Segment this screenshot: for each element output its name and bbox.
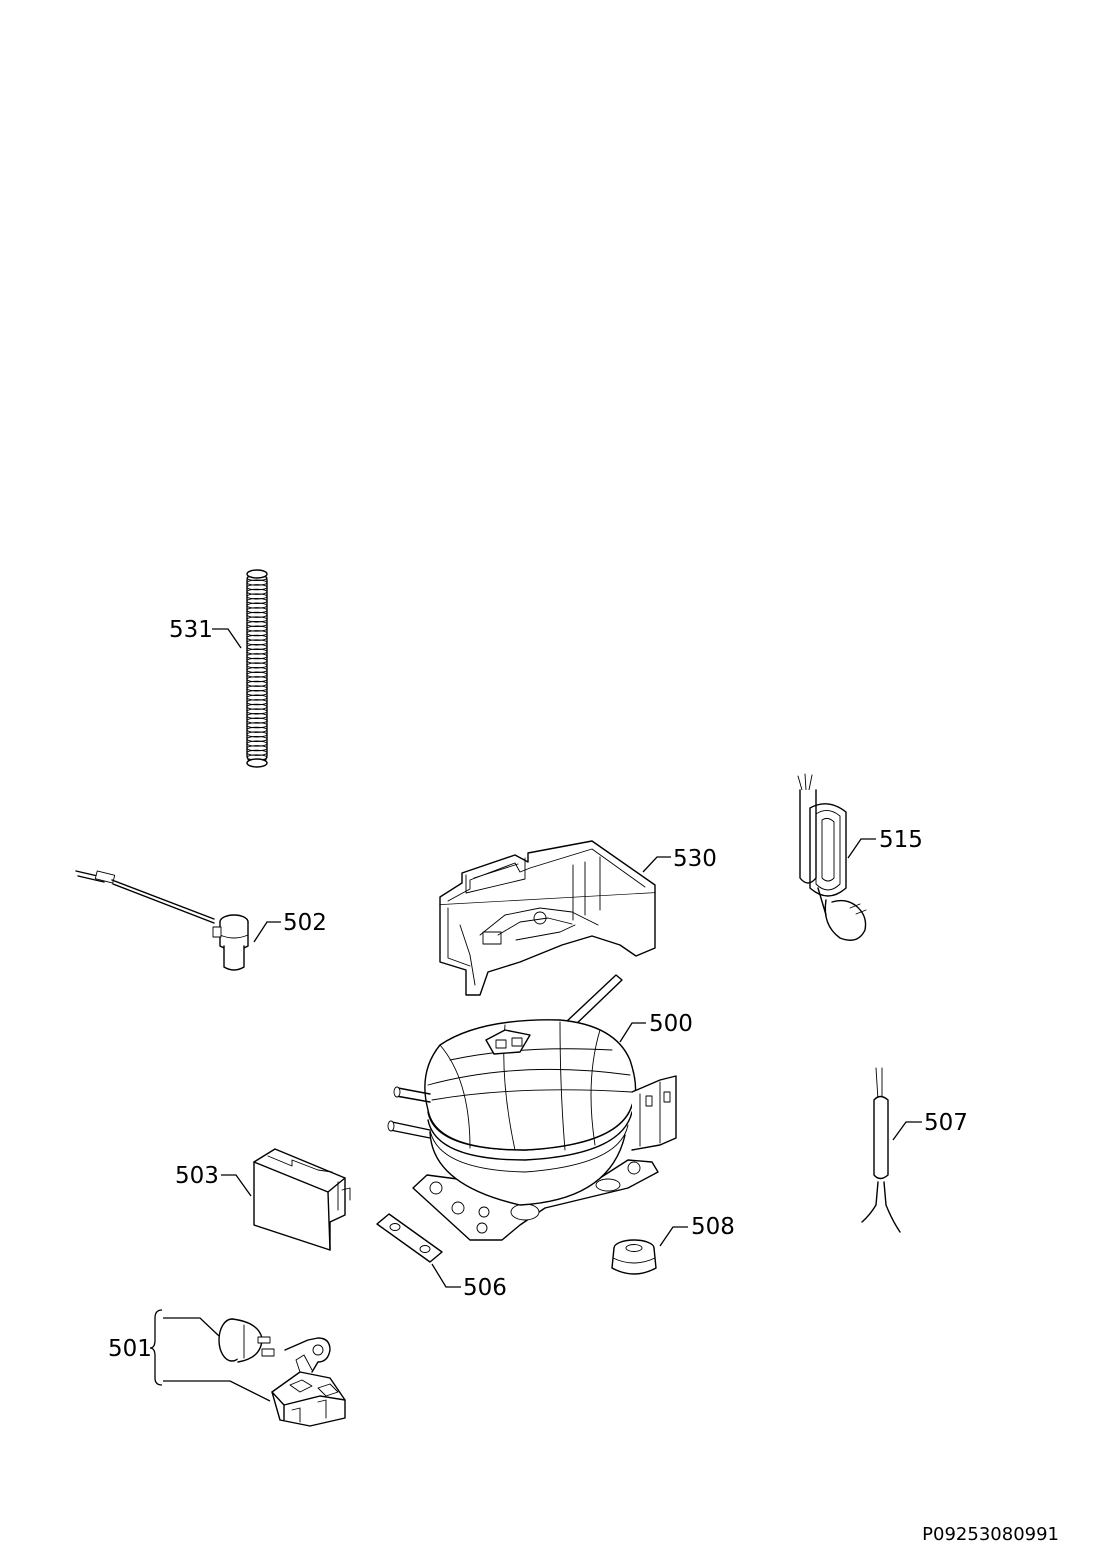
part-508-grommet[interactable] <box>611 1239 657 1275</box>
callout-500[interactable]: 500 <box>619 1011 693 1043</box>
hose-rib <box>246 639 268 646</box>
hose-rib <box>246 740 268 747</box>
callout-508[interactable]: 508 <box>659 1214 735 1247</box>
hose-rib <box>246 694 268 701</box>
callout-531[interactable]: 531 <box>169 617 242 649</box>
callout-501[interactable]: 501 <box>108 1309 271 1402</box>
hose-rib <box>246 689 268 697</box>
hose-rib <box>246 597 268 605</box>
label-507: 507 <box>924 1110 968 1136</box>
hose-rib <box>246 634 268 641</box>
hose-rib <box>246 579 268 586</box>
hose-rib <box>246 643 268 651</box>
hose-rib <box>246 625 268 632</box>
hose-rib <box>246 703 268 710</box>
label-502: 502 <box>283 910 327 936</box>
hose-rib <box>246 699 268 706</box>
label-530: 530 <box>673 846 717 872</box>
hose-ribs <box>246 574 268 761</box>
label-508: 508 <box>691 1214 735 1240</box>
part-506-mounting-strip[interactable] <box>376 1213 443 1263</box>
part-507-filter-tube[interactable] <box>861 1067 901 1233</box>
callout-507[interactable]: 507 <box>892 1110 968 1141</box>
callout-506[interactable]: 506 <box>431 1263 507 1301</box>
hose-rib <box>246 749 268 756</box>
hose-rib <box>246 676 268 683</box>
hose-rib <box>246 657 268 664</box>
hose-rib <box>246 662 268 669</box>
label-531: 531 <box>169 617 213 643</box>
hose-rib <box>246 680 268 687</box>
label-503: 503 <box>175 1163 219 1189</box>
hose-rib <box>246 685 268 692</box>
hose-rib <box>246 653 268 660</box>
label-515: 515 <box>879 827 923 853</box>
label-501: 501 <box>108 1336 152 1362</box>
document-code: P09253080991 <box>922 1524 1059 1545</box>
part-501-starter-set[interactable] <box>218 1318 346 1427</box>
hose-rib <box>246 712 268 720</box>
part-500-compressor[interactable] <box>387 974 677 1241</box>
hose-rib <box>246 717 268 724</box>
label-506: 506 <box>463 1275 507 1301</box>
part-515-heater[interactable] <box>797 773 867 941</box>
callout-502[interactable]: 502 <box>253 910 327 943</box>
hose-rib <box>246 648 268 655</box>
hose-rib <box>246 671 268 678</box>
hose-rib <box>246 731 268 738</box>
hose-rib <box>246 602 268 609</box>
hose-rib <box>246 584 268 591</box>
hose-rib <box>246 588 268 595</box>
label-500: 500 <box>649 1011 693 1037</box>
callout-503[interactable]: 503 <box>175 1163 252 1197</box>
hose-rib <box>246 666 268 674</box>
part-531-corrugated-hose[interactable] <box>246 569 268 768</box>
callout-515[interactable]: 515 <box>847 827 923 859</box>
hose-rib <box>246 745 268 752</box>
hose-rib <box>246 593 268 600</box>
hose-rib <box>246 722 268 729</box>
part-530-cover-box[interactable] <box>439 840 656 996</box>
hose-rib <box>246 611 268 618</box>
hose-rib <box>246 726 268 733</box>
hose-rib <box>246 708 268 715</box>
part-502-sensor[interactable] <box>75 870 249 971</box>
hose-rib <box>246 735 268 743</box>
callout-530[interactable]: 530 <box>642 846 717 873</box>
hose-rib <box>246 616 268 623</box>
hose-rib <box>246 630 268 637</box>
hose-rib <box>246 607 268 614</box>
part-503-relay-cover[interactable] <box>253 1148 351 1251</box>
hose-rib <box>246 620 268 628</box>
